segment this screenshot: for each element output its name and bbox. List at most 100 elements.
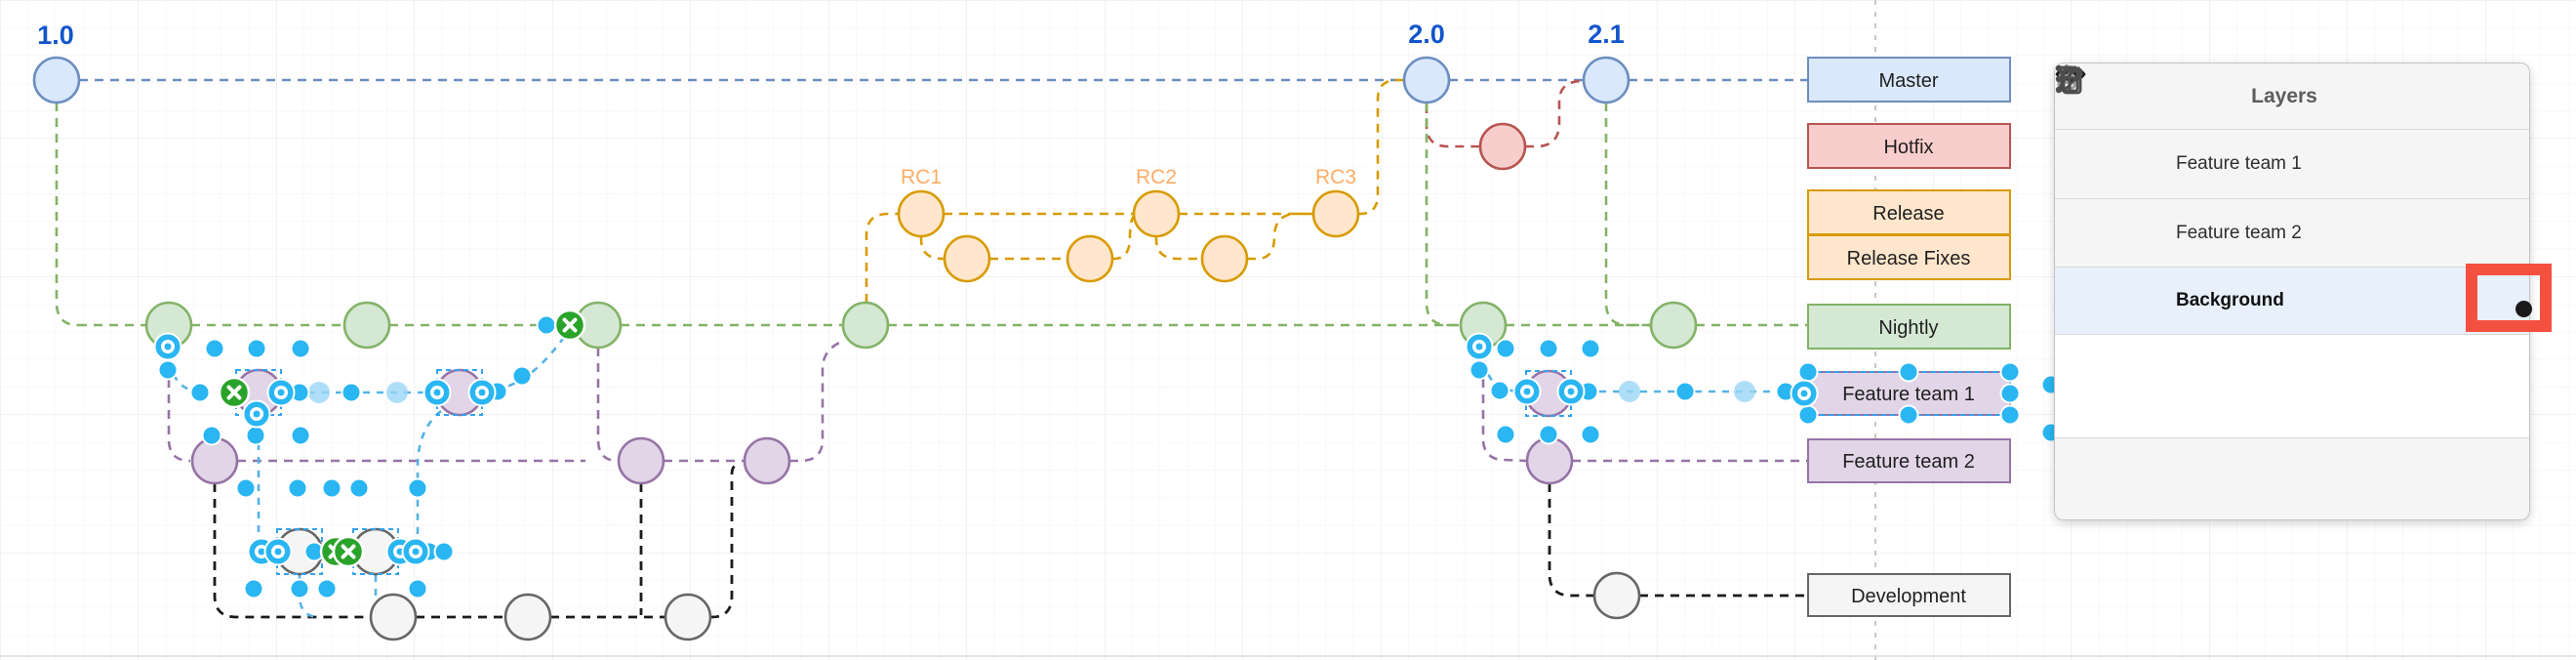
nightly-branch-edge[interactable] <box>55 103 1808 327</box>
branch-box-feature-team-2[interactable]: Feature team 2 <box>1807 438 2011 483</box>
selection-handle-dot[interactable] <box>290 338 311 359</box>
selection-handle-dot[interactable] <box>316 578 338 599</box>
close-panel-button[interactable] <box>2056 64 2504 109</box>
version-tag-1-0[interactable]: 1.0 <box>37 21 74 50</box>
commit-node-green[interactable] <box>841 301 890 350</box>
development-branch-edge[interactable] <box>213 461 1808 619</box>
commit-node-gray[interactable] <box>664 593 712 641</box>
edge-endpoint-handle[interactable] <box>1790 379 1819 408</box>
rc3-tag[interactable]: RC3 <box>1315 166 1356 188</box>
commit-node-orange[interactable] <box>943 234 991 283</box>
rc1-tag[interactable]: RC1 <box>901 166 942 188</box>
commit-node-purple[interactable] <box>1525 436 1574 485</box>
commit-node-purple[interactable] <box>743 436 791 485</box>
selection-handle-dot[interactable] <box>201 425 222 446</box>
selection-waypoint-dot[interactable] <box>386 382 408 403</box>
release-branch-edge[interactable] <box>865 78 1403 303</box>
layer-row-feature-team-1[interactable]: Feature team 1 <box>2055 65 2529 199</box>
rc-tags[interactable]: RC1 RC2 RC3 <box>901 166 1356 188</box>
selection-handle-dot[interactable] <box>1580 338 1601 359</box>
selection-handle-dot[interactable] <box>321 477 342 499</box>
commit-node-gray[interactable] <box>1592 571 1641 620</box>
version-tags[interactable]: 1.0 2.0 2.1 <box>37 20 1625 50</box>
fixed-connection-point-badge[interactable] <box>553 309 586 342</box>
edge-endpoint-handle[interactable] <box>467 378 497 407</box>
selection-handle-dot[interactable] <box>1898 404 1919 426</box>
selection-handle-dot[interactable] <box>289 578 310 599</box>
layer-row-feature-team-2[interactable]: Feature team 2 <box>2055 65 2529 268</box>
selection-handle-dot[interactable] <box>407 477 428 499</box>
add-layer-button[interactable] <box>2058 66 2381 498</box>
selection-handle-dot[interactable] <box>407 578 428 599</box>
branch-box-release[interactable]: Release <box>1807 189 2011 235</box>
commit-node-blue[interactable] <box>1402 56 1451 104</box>
delete-layer-button[interactable] <box>2059 66 2112 498</box>
selection-handle-dot[interactable] <box>1999 383 2021 404</box>
selection-handle-dot[interactable] <box>1538 424 1559 445</box>
selection-handle-dot[interactable] <box>245 425 266 446</box>
selection-handle-dot[interactable] <box>204 338 225 359</box>
selection-handle-dot[interactable] <box>1999 361 2021 383</box>
commit-node-red[interactable] <box>1478 122 1527 171</box>
branch-box-nightly[interactable]: Nightly <box>1807 304 2011 350</box>
selection-handle-dot[interactable] <box>1495 338 1516 359</box>
edge-endpoint-handle[interactable] <box>423 378 452 407</box>
selection-handle-dot[interactable] <box>1580 424 1601 445</box>
fixed-connection-point-badge[interactable] <box>332 535 365 568</box>
commit-node-green[interactable] <box>342 301 391 350</box>
edge-endpoint-handle[interactable] <box>153 332 182 361</box>
selection-handle-dot[interactable] <box>536 314 557 336</box>
commit-node-orange[interactable] <box>1200 234 1249 283</box>
commit-node-purple[interactable] <box>617 436 665 485</box>
selection-waypoint-dot[interactable] <box>308 382 330 403</box>
edge-endpoint-handle[interactable] <box>242 399 271 429</box>
edge-endpoint-handle[interactable] <box>1556 377 1586 406</box>
selection-handle-dot[interactable] <box>1495 424 1516 445</box>
rc2-tag[interactable]: RC2 <box>1136 166 1177 188</box>
commit-node-orange[interactable] <box>1132 189 1181 238</box>
commit-node-orange[interactable] <box>1066 234 1114 283</box>
selection-handle-dot[interactable] <box>290 425 311 446</box>
commit-node-orange[interactable] <box>1311 189 1360 238</box>
selection-handle-dot[interactable] <box>1898 361 1919 383</box>
commit-node-green[interactable] <box>1649 301 1698 350</box>
selection-handle-dot[interactable] <box>1797 361 1819 383</box>
selection-handle-dot[interactable] <box>341 382 362 403</box>
version-tag-2-1[interactable]: 2.1 <box>1588 20 1625 49</box>
more-options-button[interactable] <box>2055 64 2179 498</box>
edge-endpoint-handle[interactable] <box>263 537 293 566</box>
selection-handle-dot[interactable] <box>348 477 370 499</box>
duplicate-layer-button[interactable] <box>2059 65 2314 498</box>
branch-box-master[interactable]: Master <box>1807 57 2011 103</box>
selection-handle-dot[interactable] <box>243 578 264 599</box>
branch-box-hotfix[interactable]: Hotfix <box>1807 123 2011 169</box>
commit-node-gray[interactable] <box>503 593 552 641</box>
selection-handle-dot[interactable] <box>511 365 533 387</box>
selection-handle-dot[interactable] <box>1489 380 1510 401</box>
selection-handle-dot[interactable] <box>433 541 455 562</box>
fixed-connection-point-badge[interactable] <box>218 376 251 409</box>
selection-waypoint-dot[interactable] <box>1619 381 1640 402</box>
selection-handle-dot[interactable] <box>157 359 179 381</box>
selection-handle-dot[interactable] <box>1538 338 1559 359</box>
selection-handle-dot[interactable] <box>235 477 257 499</box>
selection-handle-dot[interactable] <box>287 477 308 499</box>
branch-box-development[interactable]: Development <box>1807 573 2011 617</box>
selection-handle-dot[interactable] <box>189 382 211 403</box>
edge-endpoint-handle[interactable] <box>1512 377 1542 406</box>
selection-handle-dot[interactable] <box>1797 404 1819 426</box>
commit-node-blue[interactable] <box>32 56 81 104</box>
selection-handle-dot[interactable] <box>246 338 267 359</box>
commit-node-gray[interactable] <box>369 593 418 641</box>
edge-endpoint-handle[interactable] <box>401 537 430 566</box>
commit-node-blue[interactable] <box>1582 56 1630 104</box>
edit-layer-button[interactable] <box>2056 65 2246 498</box>
version-tag-2-0[interactable]: 2.0 <box>1408 20 1445 49</box>
selection-handle-dot[interactable] <box>1674 381 1696 402</box>
selection-handle-dot[interactable] <box>1999 404 2021 426</box>
collapse-panel-button[interactable] <box>2055 63 2451 109</box>
commit-node-orange[interactable] <box>897 189 946 238</box>
edge-endpoint-handle[interactable] <box>1465 332 1494 361</box>
layer-row-background[interactable]: Background <box>2055 65 2529 335</box>
feature-team-2-branch-edge[interactable] <box>167 339 1808 463</box>
